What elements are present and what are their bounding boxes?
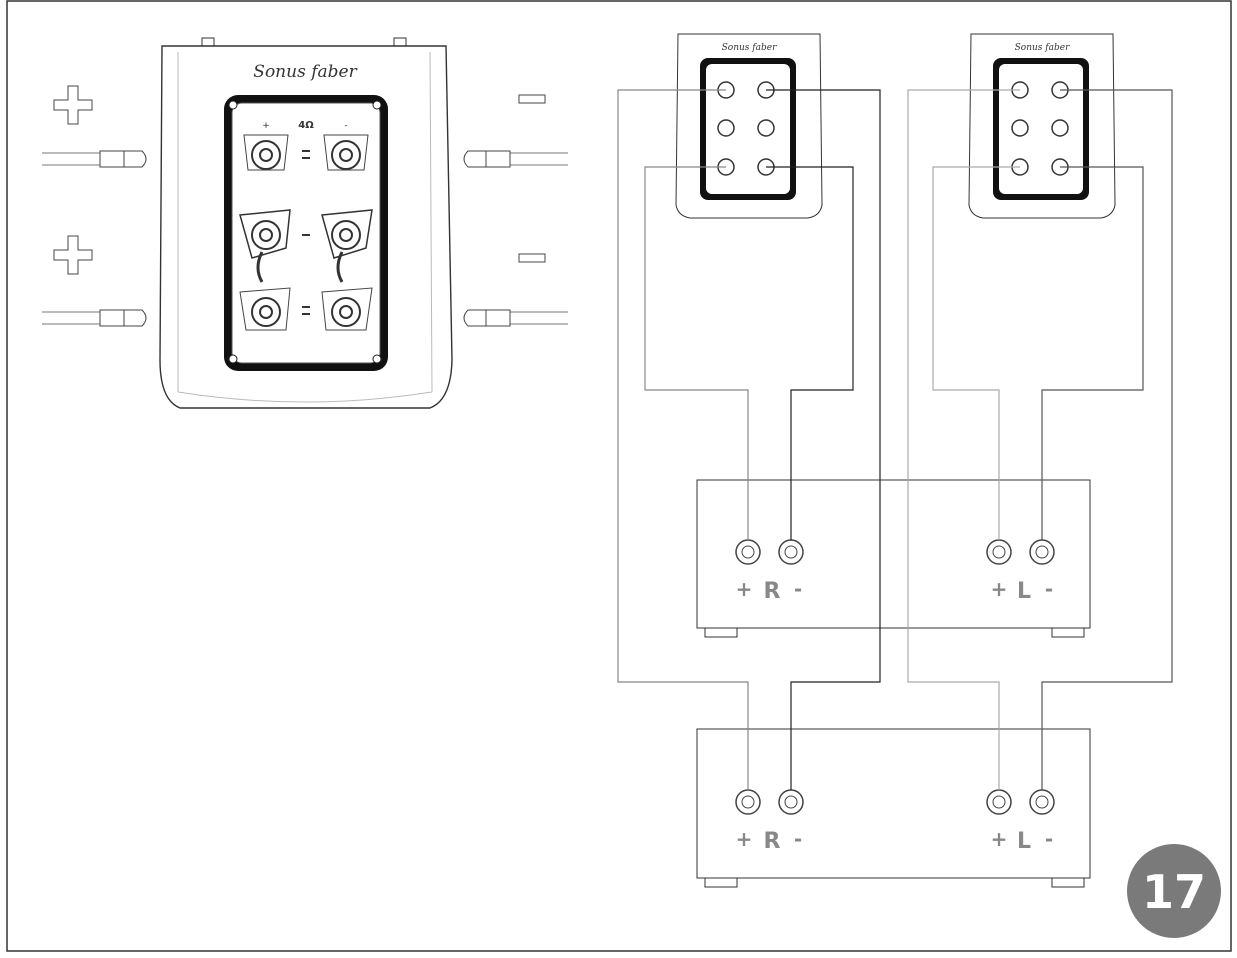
jumper-bar-right xyxy=(336,251,344,283)
binding-post-minus-1-core xyxy=(339,148,353,162)
amp-bottom-r-minus-label: - xyxy=(794,827,802,851)
amp-bottom-terminal-r-minus-core xyxy=(784,795,798,809)
binding-post-minus-2-core xyxy=(339,228,353,242)
row-3-mark xyxy=(302,306,310,308)
wire-right-lower-minus xyxy=(1041,166,1144,540)
amp-top-terminal-l-plus-core xyxy=(992,545,1006,559)
amp-top-r-plus-label: + xyxy=(736,577,753,601)
cabinet-edge-right xyxy=(429,51,433,393)
binding-post-row-2 xyxy=(239,209,373,283)
speaker-back-detail: Sonus faber + 4Ω - xyxy=(159,37,453,409)
spade-left-top xyxy=(99,150,125,168)
amp-bottom-l-label: L xyxy=(1017,829,1031,854)
wire-left-lower-plus xyxy=(644,166,749,540)
spade-right-bottom xyxy=(485,309,511,327)
row-1-mark xyxy=(302,150,310,152)
small-post-l-2a xyxy=(717,119,735,137)
minus-symbol-bottom xyxy=(518,253,546,263)
amp-bottom-foot-left xyxy=(704,877,738,888)
spade-fork-left-top xyxy=(124,150,147,168)
small-post-r-2b xyxy=(1051,119,1069,137)
wire-right-lower-plus xyxy=(932,166,1020,540)
speaker-wiring xyxy=(617,89,1173,790)
binding-post-plus-3-core xyxy=(259,305,273,319)
panel-plus-mark: + xyxy=(262,121,270,131)
spade-left-bottom xyxy=(99,309,125,327)
brand-logo-small-left: Sonus faber xyxy=(722,43,777,53)
polarity-symbols xyxy=(53,85,546,275)
panel-minus-mark: - xyxy=(344,121,347,131)
amp-top-r-minus-label: - xyxy=(794,577,802,601)
row-2-mark xyxy=(302,234,310,236)
speaker-small-left: Sonus faber xyxy=(675,33,823,219)
amp-top-l-minus-label: - xyxy=(1045,577,1053,601)
wire-right-upper-plus xyxy=(907,89,1020,790)
top-knob-left xyxy=(201,37,215,47)
spade-fork-right-top xyxy=(463,150,486,168)
spade-fork-right-bottom xyxy=(463,309,486,327)
minus-symbol-top xyxy=(518,94,546,104)
amp-bottom-l-minus-label: - xyxy=(1045,827,1053,851)
panel-screw-tl xyxy=(228,100,238,110)
spade-right-top xyxy=(485,150,511,168)
brand-logo-small-right: Sonus faber xyxy=(1015,43,1070,53)
panel-screw-tr xyxy=(372,100,382,110)
amplifier-bottom: + R - + L - xyxy=(696,728,1091,888)
amp-top-terminal-r-minus-core xyxy=(784,545,798,559)
amp-bottom-r-label: R xyxy=(764,829,781,854)
row-1-mark-2 xyxy=(302,157,310,159)
amp-bottom-l-plus-label: + xyxy=(991,827,1008,851)
small-post-l-2b xyxy=(757,119,775,137)
panel-screw-bl xyxy=(228,354,238,364)
amp-bottom-body xyxy=(696,728,1091,879)
plus-symbol-top xyxy=(53,85,93,125)
wire-left-upper-plus xyxy=(617,89,749,790)
brand-logo-main: Sonus faber xyxy=(253,62,357,82)
amp-top-r-label: R xyxy=(764,579,781,604)
binding-post-row-3 xyxy=(239,287,373,331)
amp-bottom-foot-right xyxy=(1051,877,1085,888)
amp-top-foot-left xyxy=(704,627,738,638)
page-number-badge: 17 xyxy=(1127,844,1221,938)
amp-bottom-terminal-l-minus-core xyxy=(1035,795,1049,809)
spade-fork-left-bottom xyxy=(124,309,147,327)
wire-left-lower-minus xyxy=(766,166,854,540)
top-knob-right xyxy=(393,37,407,47)
amp-top-l-label: L xyxy=(1017,579,1031,604)
amp-bottom-r-plus-label: + xyxy=(736,827,753,851)
amp-top-terminal-l-minus-core xyxy=(1035,545,1049,559)
wire-right-upper-minus xyxy=(1041,89,1173,790)
binding-post-minus-3-core xyxy=(339,305,353,319)
binding-post-plus-2-core xyxy=(259,228,273,242)
cabinet-bottom-curve xyxy=(177,391,433,403)
impedance-label: 4Ω xyxy=(298,120,314,131)
amplifier-top: + R - + L - xyxy=(696,479,1091,638)
speaker-small-right: Sonus faber xyxy=(968,33,1116,219)
binding-post-row-1 xyxy=(243,134,369,171)
page-frame xyxy=(6,0,1232,952)
page-badge-circle xyxy=(1127,844,1221,938)
amp-top-foot-right xyxy=(1051,627,1085,638)
amp-top-body xyxy=(696,479,1091,629)
amp-top-terminal-r-plus-core xyxy=(741,545,755,559)
jumper-bar-left xyxy=(256,251,264,283)
spade-cables xyxy=(42,150,568,327)
amp-bottom-terminal-l-plus-core xyxy=(992,795,1006,809)
panel-screw-br xyxy=(372,354,382,364)
wire-left-upper-minus xyxy=(766,89,881,790)
page-number: 17 xyxy=(1142,865,1206,919)
row-3-mark-2 xyxy=(302,313,310,315)
small-post-r-2a xyxy=(1011,119,1029,137)
amp-bottom-terminal-r-plus-core xyxy=(741,795,755,809)
amp-top-l-plus-label: + xyxy=(991,577,1008,601)
plus-symbol-bottom xyxy=(53,235,93,275)
binding-post-plus-1-core xyxy=(259,148,273,162)
